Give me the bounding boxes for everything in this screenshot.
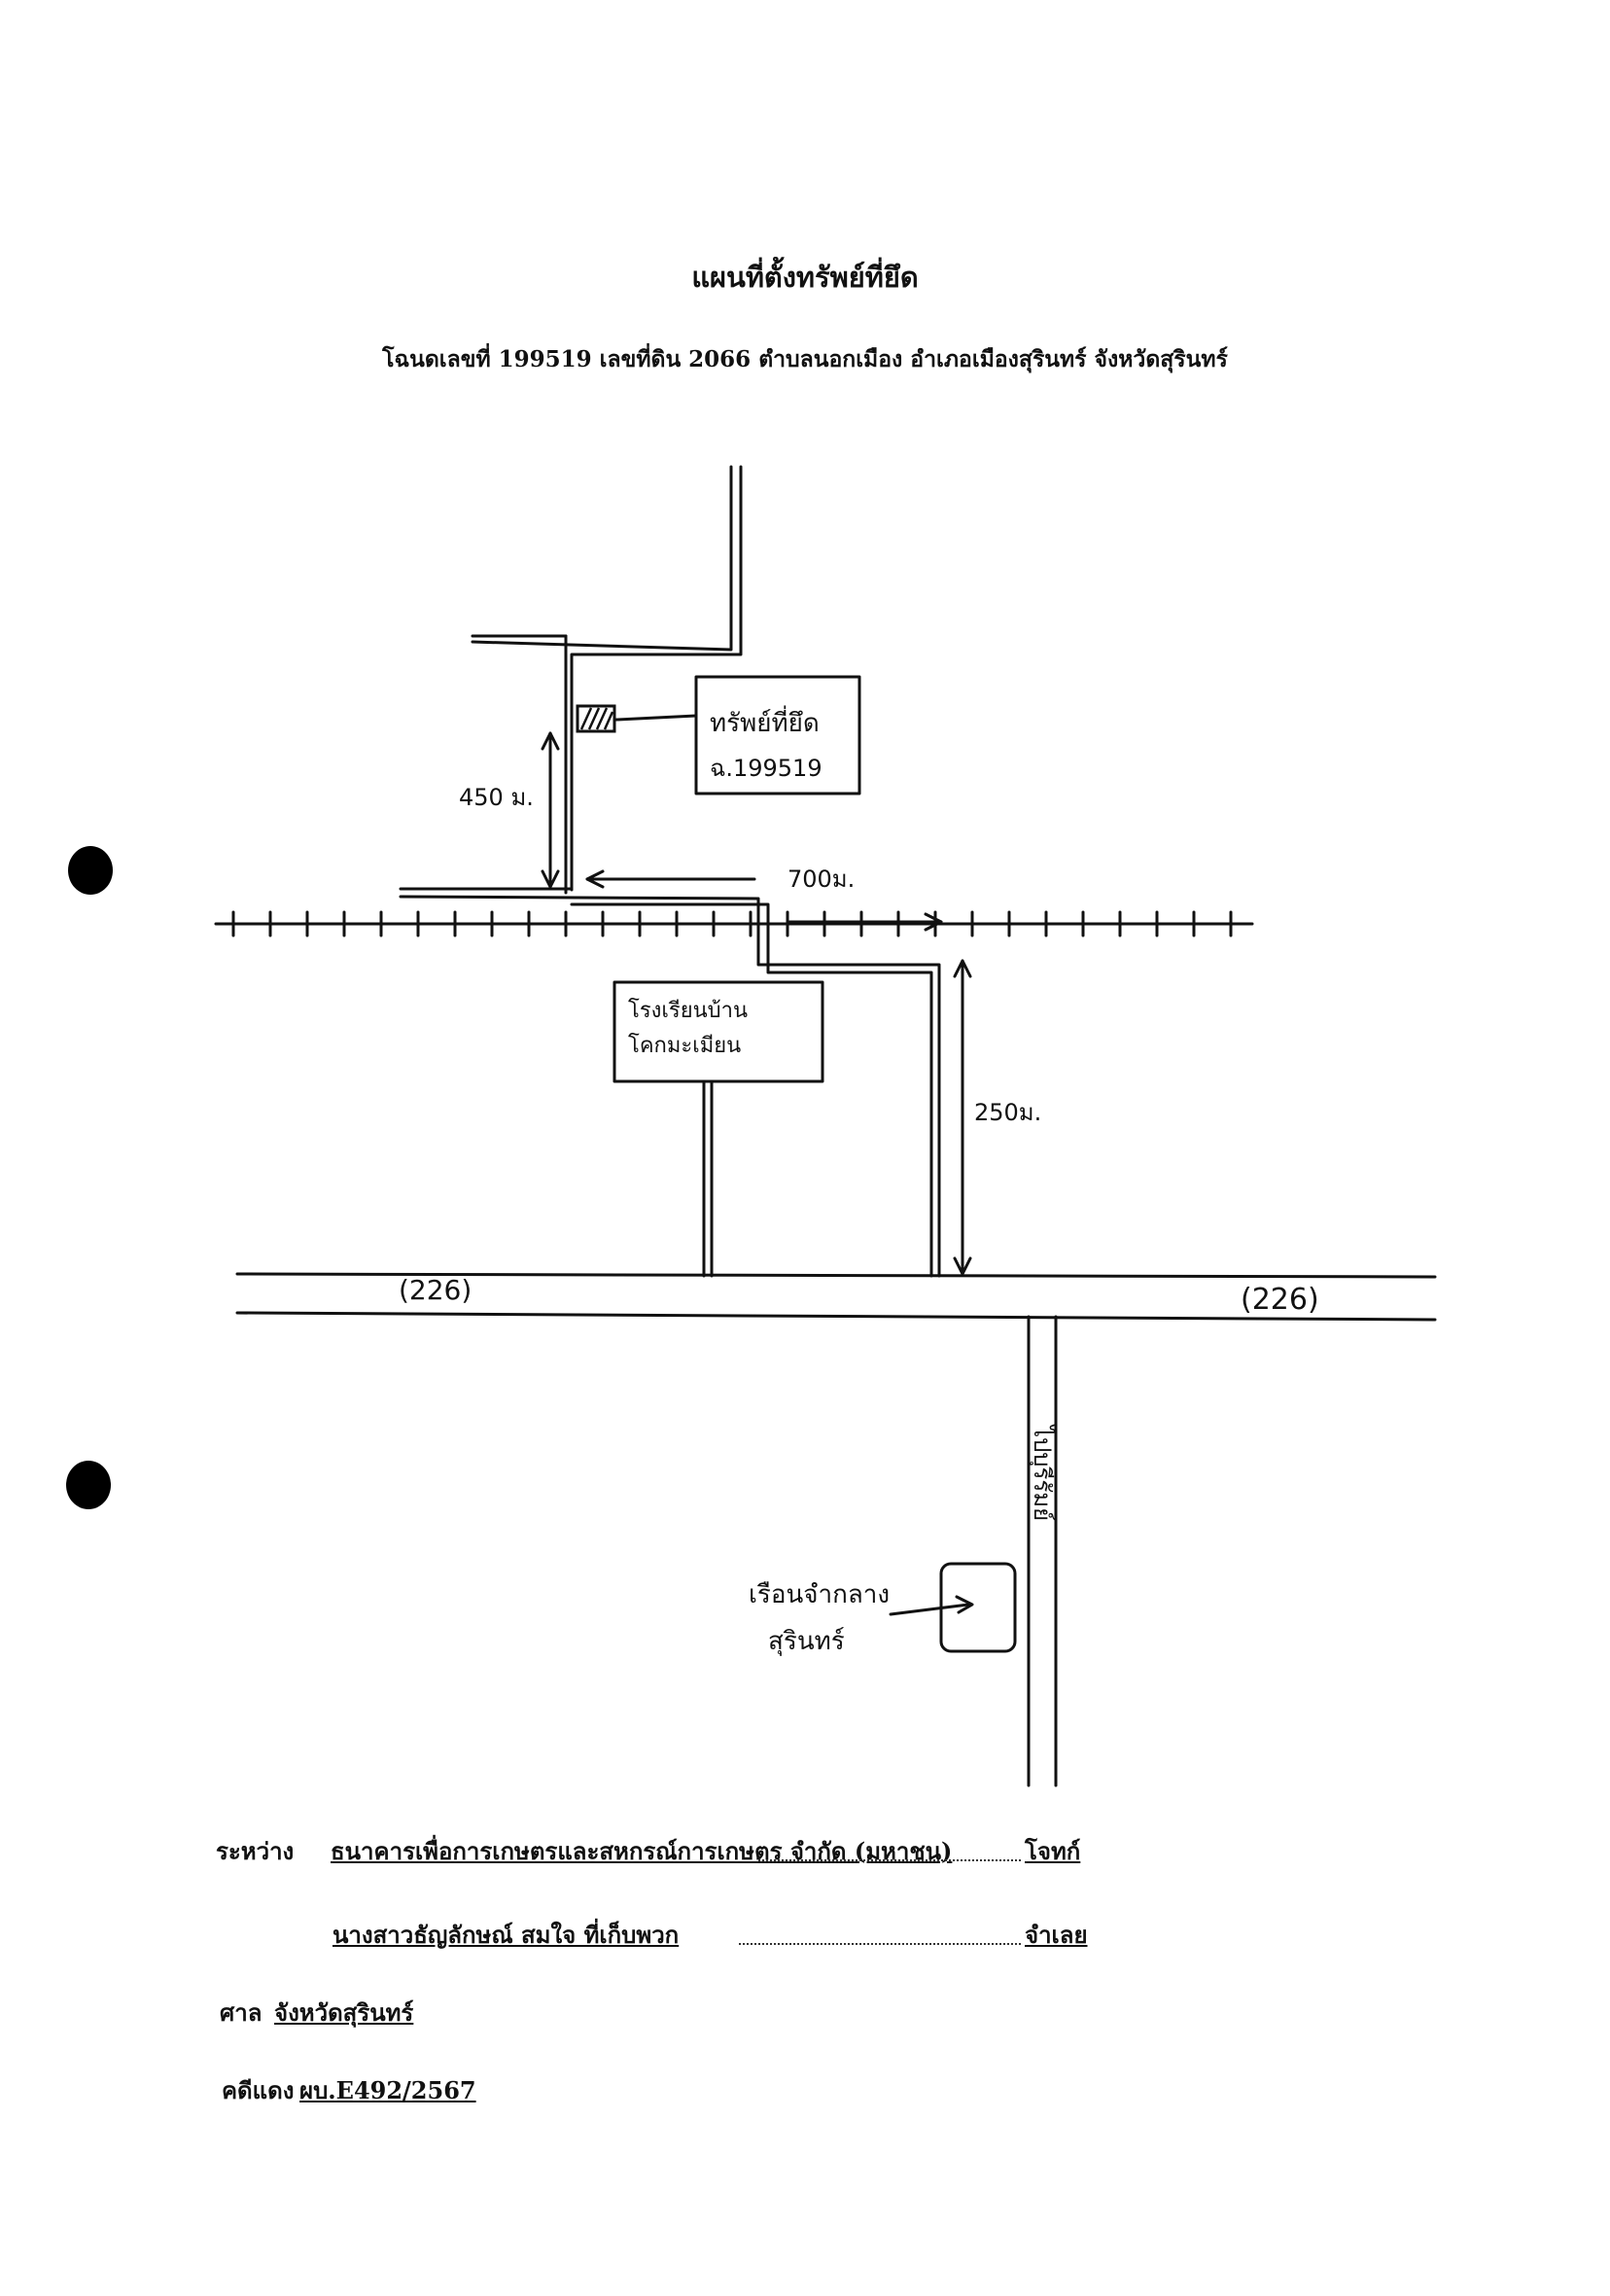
dim-700-arrow-right — [924, 912, 943, 932]
road-number-right: (226) — [1241, 1283, 1319, 1317]
page-subtitle: โฉนดเลขที่ 199519 เลขที่ดิน 2066 ตำบลนอก… — [382, 346, 1228, 372]
property-leader-line — [614, 714, 698, 722]
page-title: แผนที่ตั้งทรัพย์ที่ยึด — [691, 261, 919, 294]
defendant-role: จำเลย — [1025, 1921, 1088, 1949]
case-label: คดีแดง — [222, 2076, 295, 2104]
distance-250-label: 250ม. — [974, 1099, 1041, 1126]
highway-edge-bottom — [235, 1311, 1437, 1322]
landmark-line1: เรือนจำกลาง — [749, 1580, 890, 1609]
highway-edge-top — [235, 1272, 1437, 1279]
dim-250-arrow-top — [953, 959, 972, 978]
plaintiff-role: โจทก์ — [1025, 1837, 1081, 1865]
side-road-label: ไปบุรีรัมย์ — [1028, 1424, 1056, 1521]
dim-450-arrow-bottom — [541, 869, 560, 889]
dim-250-arrow-bottom — [953, 1256, 972, 1276]
dim-700-arrow-left — [585, 869, 605, 889]
court-label: ศาล — [220, 1998, 262, 2027]
defendant-dotted-line — [739, 1943, 1021, 1945]
case-number: ผบ.E492/2567 — [299, 2076, 476, 2104]
upper-road-line-a — [471, 465, 733, 652]
school-sign — [612, 980, 824, 1083]
property-label-box — [694, 675, 861, 795]
lane-line-b — [399, 895, 941, 1278]
between-label: ระหว่าง — [216, 1837, 295, 1865]
dim-450-arrow-top — [541, 731, 560, 751]
distance-450-label: 450 ม. — [459, 784, 534, 811]
upper-road-line-b — [570, 465, 743, 892]
lane-line-c — [570, 902, 933, 1278]
railway-ticks — [231, 910, 1233, 937]
property-label-line1: ทรัพย์ที่ยึด — [710, 705, 820, 738]
plaintiff-name: ธนาคารเพื่อการเกษตรและสหกรณ์การเกษตร จำก… — [331, 1837, 953, 1865]
school-label-line2: โคกมะเมียน — [628, 1033, 741, 1058]
distance-700-label: 700ม. — [788, 865, 855, 893]
prison-pointer — [889, 1603, 970, 1616]
school-label-line1: โรงเรียนบ้าน — [628, 998, 748, 1023]
prison-pointer-head — [955, 1595, 974, 1614]
binder-hole-bottom — [66, 1461, 111, 1509]
property-label-line2: ฉ.199519 — [710, 755, 822, 782]
court-name: จังหวัดสุรินทร์ — [274, 1998, 414, 2027]
property-parcel — [576, 704, 616, 733]
plaintiff-dotted-line — [758, 1859, 1021, 1861]
road-number-left: (226) — [399, 1274, 472, 1306]
defendant-name: นางสาวธัญลักษณ์ สมใจ ที่เก็บพวก — [332, 1921, 680, 1949]
landmark-line2: สุรินทร์ — [768, 1627, 845, 1656]
binder-hole-top — [68, 846, 113, 895]
